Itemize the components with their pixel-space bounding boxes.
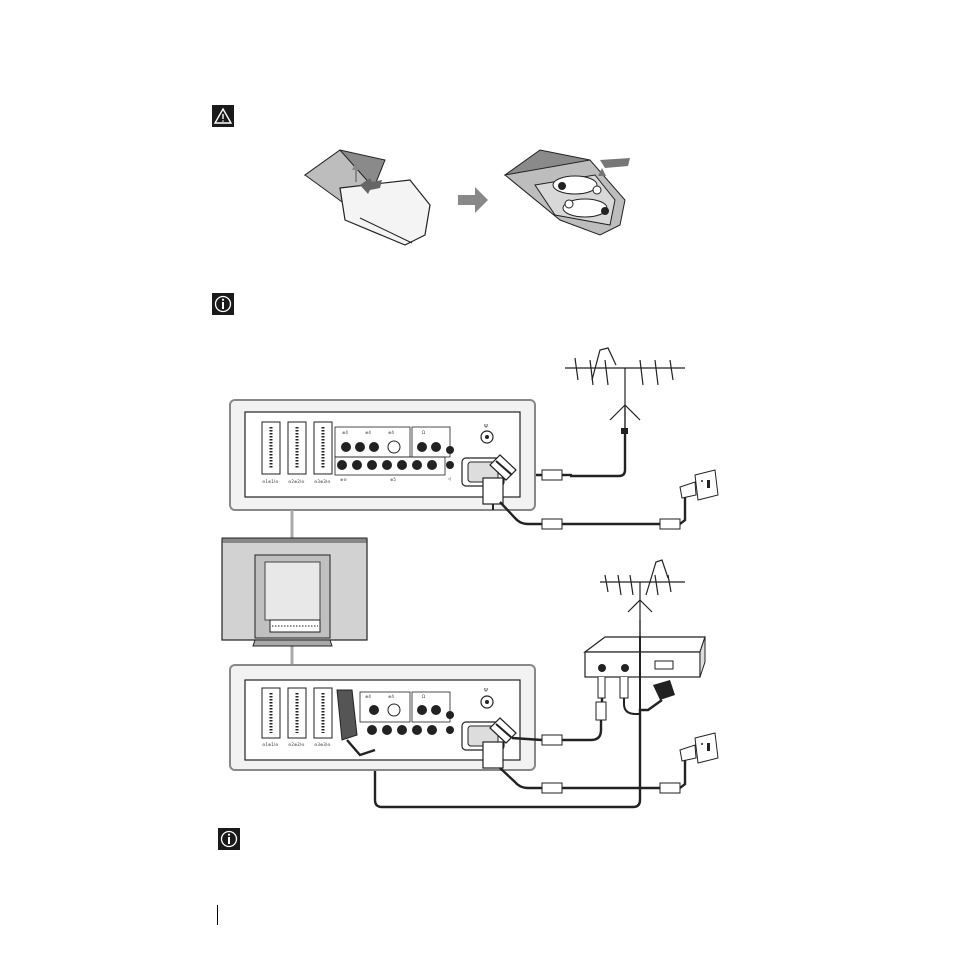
aerial-label-bottom: Ψ	[484, 688, 488, 694]
page-margin-rule	[217, 905, 218, 925]
av4-label-b: ⊕4	[365, 430, 371, 435]
aerial-label: Ψ	[484, 424, 488, 430]
arrow-right-icon	[458, 187, 488, 213]
av4-label-c-bottom: ⊕4	[388, 694, 394, 699]
antenna-bottom	[600, 560, 685, 620]
scart1-label-bottom: ⊖1⊕1/⊖	[262, 742, 279, 747]
wall-socket-top	[680, 470, 718, 500]
scart3-label: ⊖3⊕3/⊖	[314, 479, 331, 484]
av5-label: ⊕5	[390, 477, 396, 482]
scart3-label-bottom: ⊖3⊕3/⊖	[314, 742, 331, 747]
mon-label: ⊕⊖	[340, 477, 347, 482]
remote-battery-illustration	[300, 140, 640, 255]
scart2-label: ⊖2⊕2/⊖	[288, 479, 305, 484]
scart-connectors-top	[262, 422, 332, 474]
av4-label-c: ⊕4	[388, 430, 394, 435]
scart1-label: ⊖1⊕1/⊖	[262, 479, 279, 484]
information-icon	[218, 828, 240, 850]
wall-socket-bottom	[680, 733, 718, 763]
scart2-label-bottom: ⊖2⊕2/⊖	[288, 742, 305, 747]
info-icon-box-bottom	[218, 828, 240, 850]
info-icon-box-top	[212, 293, 234, 315]
phones-label-bottom: Ω	[422, 694, 425, 699]
warning-icon-box	[212, 105, 234, 127]
information-icon	[212, 293, 234, 315]
set-top-box	[585, 637, 705, 677]
remote-cover-removal-figure	[305, 150, 430, 245]
phones-label: Ω	[422, 430, 425, 435]
scart-connectors-bottom	[262, 688, 332, 738]
warning-triangle-icon	[212, 105, 234, 127]
connection-diagram: ⊖1⊕1/⊖ ⊖2⊕2/⊖ ⊖3⊕3/⊖ ⊕4 ⊕4 ⊕4 Ω ⊕⊖ ⊕5 ◁ …	[200, 330, 740, 820]
av4-label-a: ⊕4	[342, 430, 348, 435]
tv-rear-illustration	[222, 538, 367, 646]
speaker-label: ◁	[447, 476, 451, 481]
av4-label-b-bottom: ⊕4	[365, 694, 371, 699]
remote-battery-insert-figure	[505, 150, 630, 235]
